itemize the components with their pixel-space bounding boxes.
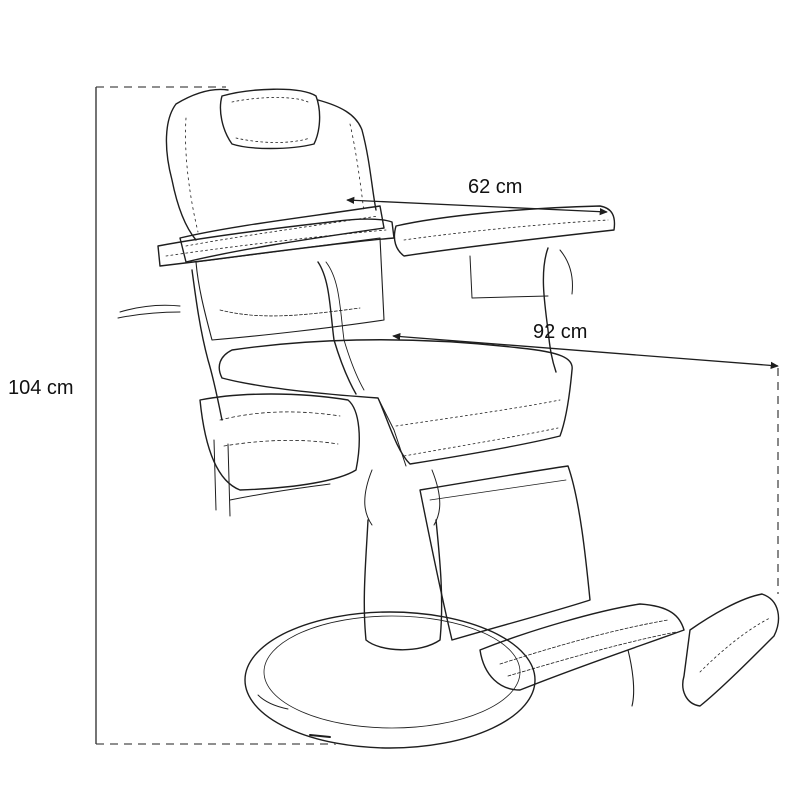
height-dimension: 104 cm <box>8 86 336 745</box>
depth-dimension: 92 cm <box>392 321 779 594</box>
left-armrest <box>157 218 395 267</box>
leg-rest <box>419 465 591 641</box>
chair-headrest <box>219 88 321 150</box>
width-dimension-line <box>346 196 608 216</box>
chair-base <box>244 611 536 749</box>
height-label: 104 cm <box>8 377 74 399</box>
chair-backrest <box>165 88 377 241</box>
right-armrest <box>393 205 616 257</box>
chair-base-inner <box>263 615 521 729</box>
barber-chair-illustration <box>117 88 780 749</box>
chair-seat <box>218 339 573 465</box>
footrest <box>479 603 685 691</box>
chair-pedestal <box>363 519 443 651</box>
depth-dimension-line <box>392 332 779 370</box>
width-dimension: 62 cm <box>346 176 608 216</box>
side-frame <box>199 393 360 491</box>
width-label: 62 cm <box>468 176 522 198</box>
depth-label: 92 cm <box>533 321 587 343</box>
